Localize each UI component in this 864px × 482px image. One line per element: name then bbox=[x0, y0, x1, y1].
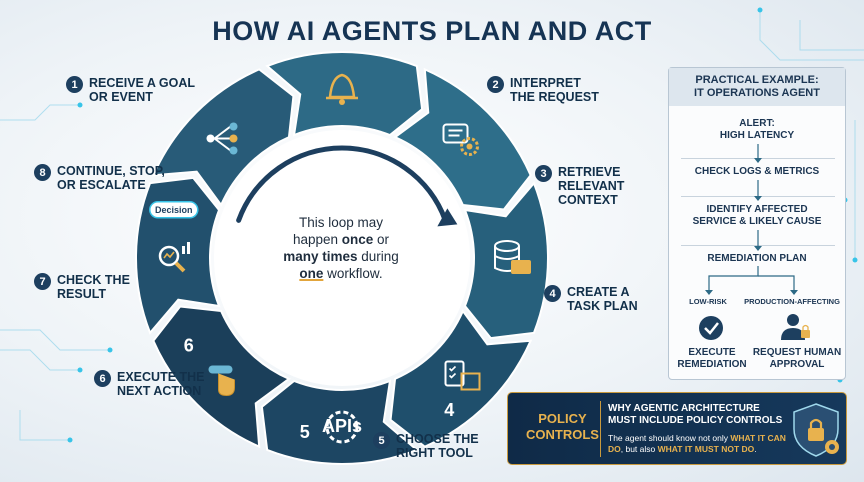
ring-number-6: 6 bbox=[184, 335, 194, 355]
loop-arrow bbox=[236, 145, 448, 223]
bell-icon bbox=[326, 73, 358, 105]
ring-center bbox=[214, 130, 470, 386]
decision-label: Decision bbox=[155, 205, 193, 215]
check-logs-step: CHECK LOGS & METRICS bbox=[694, 166, 820, 177]
execute-remediation: EXECUTE REMEDIATION bbox=[677, 347, 747, 370]
segment-receive bbox=[265, 51, 424, 137]
step-label: CREATE A TASK PLAN bbox=[567, 285, 638, 313]
segment-interpret bbox=[393, 67, 532, 211]
panel-flow-graphics bbox=[699, 144, 810, 340]
center-line-3: many times during bbox=[283, 249, 399, 264]
branching-icon bbox=[206, 122, 238, 155]
step-1: 1 RECEIVE A GOAL OR EVENT bbox=[66, 76, 195, 104]
divider bbox=[600, 401, 601, 457]
apis-gear-icon bbox=[325, 410, 359, 444]
center-line-1: This loop may bbox=[298, 215, 384, 230]
production-affecting-label: PRODUCTION-AFFECTING bbox=[744, 297, 840, 306]
center-line-4: one workflow. bbox=[299, 266, 383, 281]
identify-step: IDENTIFY AFFECTED SERVICE & LIKELY CAUSE bbox=[692, 204, 822, 227]
page-title: HOW AI AGENTS PLAN AND ACT bbox=[212, 16, 652, 46]
policy-body: The agent should know not only WHAT IT C… bbox=[608, 433, 786, 454]
ring-number-4: 4 bbox=[444, 400, 454, 420]
step-number-badge: 5 bbox=[373, 432, 390, 449]
pointer-hand-icon bbox=[208, 365, 235, 397]
segment-retrieve bbox=[463, 181, 549, 340]
segment-continue bbox=[151, 68, 295, 207]
step-3: 3 RETRIEVE RELEVANT CONTEXT bbox=[535, 165, 624, 207]
alert-label: ALERT: HIGH LATENCY bbox=[719, 118, 795, 141]
task-plan-icon bbox=[444, 360, 481, 391]
panel-header: PRACTICAL EXAMPLE: IT OPERATIONS AGENT bbox=[669, 68, 845, 106]
database-icon bbox=[494, 240, 531, 274]
loop-arrow-head bbox=[437, 208, 458, 227]
step-label: CHOOSE THE RIGHT TOOL bbox=[396, 432, 479, 460]
chat-gear-icon bbox=[442, 123, 480, 156]
shield-lock-icon bbox=[793, 403, 839, 457]
center-note: This loop may happen once or many times … bbox=[266, 214, 416, 282]
step-6: 6 EXECUTE THE NEXT ACTION bbox=[94, 370, 205, 398]
magnifier-chart-icon bbox=[158, 242, 190, 273]
center-line-2: happen once or bbox=[292, 232, 390, 247]
apis-label: APIs bbox=[322, 416, 362, 436]
step-4: 4 CREATE A TASK PLAN bbox=[544, 285, 638, 313]
step-number-badge: 1 bbox=[66, 76, 83, 93]
step-5: 5 CHOOSE THE RIGHT TOOL bbox=[373, 432, 479, 460]
remediation-plan-step: REMEDIATION PLAN bbox=[707, 253, 807, 264]
low-risk-label: LOW-RISK bbox=[689, 297, 727, 306]
step-label: RECEIVE A GOAL OR EVENT bbox=[89, 76, 196, 104]
step-number-badge: 6 bbox=[94, 370, 111, 387]
step-label: RETRIEVE RELEVANT CONTEXT bbox=[558, 165, 625, 207]
step-number-badge: 3 bbox=[535, 165, 552, 182]
step-label: CHECK THE RESULT bbox=[57, 273, 130, 301]
request-approval: REQUEST HUMAN APPROVAL bbox=[752, 347, 842, 370]
step-number-badge: 7 bbox=[34, 273, 51, 290]
step-8: 8 CONTINUE, STOP, OR ESCALATE bbox=[34, 164, 165, 192]
step-label: CONTINUE, STOP, OR ESCALATE bbox=[57, 164, 165, 192]
checkmark-icon bbox=[699, 316, 723, 340]
policy-title: POLICY CONTROLS bbox=[526, 411, 599, 442]
decision-badge bbox=[149, 201, 199, 219]
step-7: 7 CHECK THE RESULT bbox=[34, 273, 130, 301]
step-2: 2 INTERPRET THE REQUEST bbox=[487, 76, 599, 104]
practical-example-panel: PRACTICAL EXAMPLE: IT OPERATIONS AGENT A… bbox=[668, 67, 846, 380]
step-number-badge: 8 bbox=[34, 164, 51, 181]
policy-heading: WHY AGENTIC ARCHITECTURE MUST INCLUDE PO… bbox=[608, 403, 783, 426]
ring-number-5: 5 bbox=[300, 422, 310, 442]
policy-controls-box: POLICY CONTROLS WHY AGENTIC ARCHITECTURE… bbox=[507, 392, 847, 465]
step-number-badge: 4 bbox=[544, 285, 561, 302]
step-label: EXECUTE THE NEXT ACTION bbox=[117, 370, 205, 398]
step-label: INTERPRET THE REQUEST bbox=[510, 76, 599, 104]
step-number-badge: 2 bbox=[487, 76, 504, 93]
human-approval-icon bbox=[781, 314, 810, 340]
